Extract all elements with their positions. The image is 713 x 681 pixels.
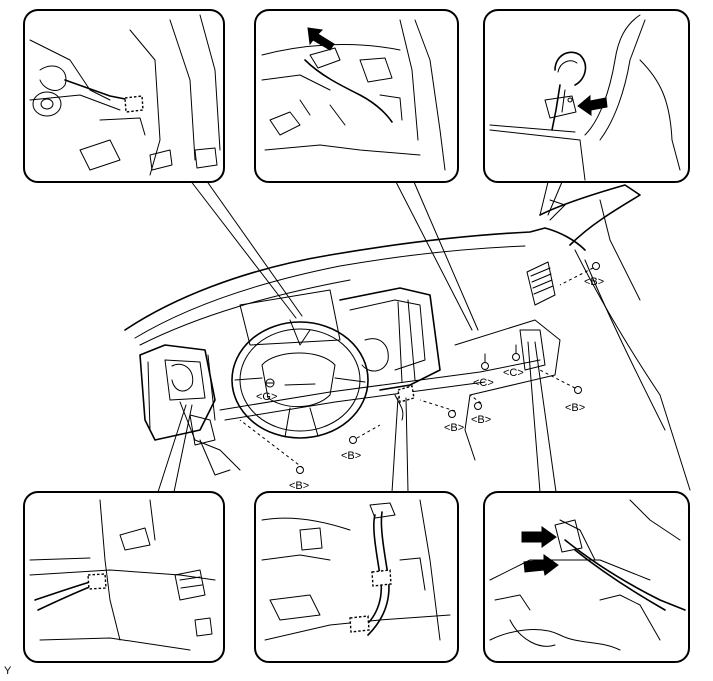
clip-icon	[371, 569, 392, 587]
inset-bottom-center	[254, 491, 459, 663]
part-labels: <B> <B> <C> <C> <B> <B> <B> <B> <G> Y	[4, 276, 604, 677]
label-c-1: <C>	[473, 377, 494, 389]
label-b-lower-center: <B>	[341, 450, 361, 462]
inset-top-center	[254, 9, 459, 183]
clip-icon	[124, 95, 144, 113]
bolt-icon	[265, 378, 275, 388]
inset-top-right	[483, 9, 690, 183]
bolt-icon	[419, 399, 456, 418]
pointer-arrow-icon	[307, 27, 335, 51]
pointer-arrow-icon	[521, 526, 557, 548]
bolt-icon	[239, 419, 304, 474]
pointer-arrow-icon	[577, 94, 608, 116]
label-c-2: <C>	[503, 367, 524, 379]
bolt-icon	[481, 353, 489, 370]
clip-icon	[87, 573, 107, 590]
leader-lines	[157, 179, 563, 493]
instrument-panel-assembly	[124, 184, 691, 491]
pointer-arrow-icon	[523, 554, 559, 576]
inset-top-left	[23, 9, 225, 183]
bolt-icon	[349, 424, 381, 444]
inset-bottom-right	[483, 491, 690, 663]
bolt-icon	[539, 369, 582, 394]
corner-mark: Y	[4, 665, 12, 677]
label-b-center: <B>	[444, 422, 464, 434]
bolt-icon	[512, 344, 520, 361]
label-b-center-right: <B>	[471, 414, 491, 426]
bolt-icon	[469, 394, 482, 410]
clip-icon	[349, 615, 370, 633]
label-b-lower-left: <B>	[289, 480, 309, 492]
label-b-right-top: <B>	[584, 276, 604, 288]
label-b-right-lower: <B>	[565, 402, 585, 414]
bolt-icon	[559, 262, 600, 286]
inset-bottom-left	[23, 491, 225, 663]
label-g: <G>	[256, 391, 277, 403]
